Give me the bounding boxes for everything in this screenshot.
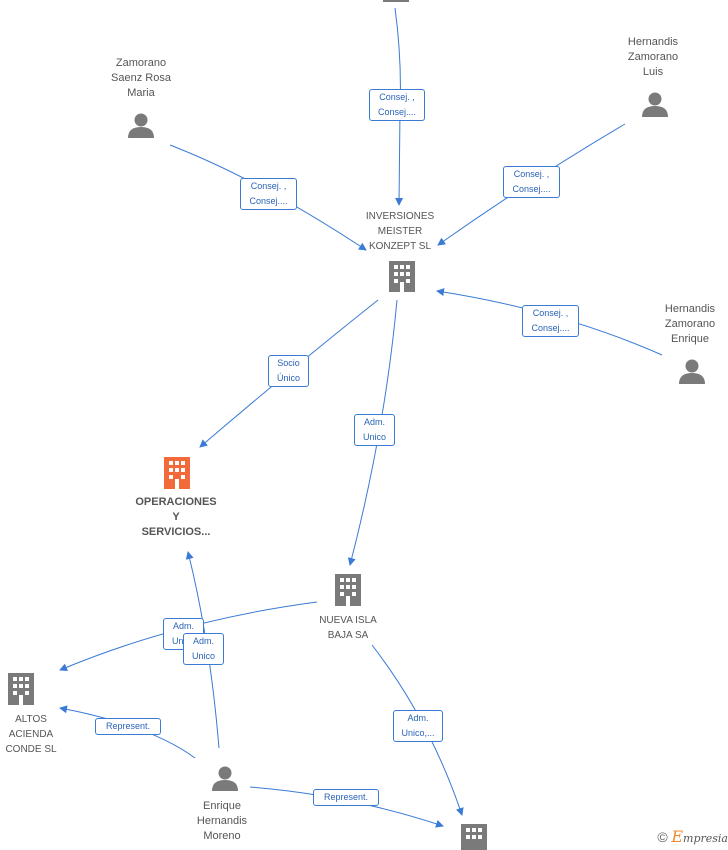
copyright-symbol: ©: [657, 829, 668, 845]
edge-label-adm-unico: Adm.Unico,...: [393, 710, 443, 742]
edge-label-represent: Represent.: [313, 789, 379, 806]
person-label-enrique-moreno[interactable]: Enrique Hernandis Moreno: [196, 800, 248, 842]
building-icon: [335, 574, 361, 606]
person-icon: [128, 113, 154, 138]
company-label-operaciones[interactable]: OPERACIONES Y SERVICIOS...: [135, 496, 217, 538]
building-icon: [389, 261, 415, 292]
person-label-hernandis-luis[interactable]: Hernandis Zamorano Luis: [627, 36, 679, 78]
edge-label-represent: Represent.: [95, 718, 161, 735]
brand-initial: E: [671, 827, 684, 846]
person-label-hernandis-enrique[interactable]: Hernandis Zamorano Enrique: [664, 303, 716, 345]
brand-watermark: © Empresia: [657, 827, 728, 846]
building-icon: [383, 0, 409, 2]
company-label-altos[interactable]: ALTOS ACIENDA CONDE SL: [5, 714, 57, 755]
person-icon: [642, 92, 668, 117]
edge-label-consej: Consej. ,Consej....: [240, 178, 297, 210]
company-label-inversiones[interactable]: INVERSIONES MEISTER KONZEPT SL: [365, 211, 435, 252]
edge-label-adm-unico: Adm.Unico: [354, 414, 395, 446]
edge-label-adm-unico: Adm.Unico: [183, 633, 224, 665]
building-icon: [461, 824, 487, 850]
person-label-zamorano-saenz[interactable]: Zamorano Saenz Rosa Maria: [111, 57, 171, 99]
building-icon: [8, 673, 34, 705]
edge-label-consej: Consej. ,Consej....: [522, 305, 579, 337]
building-icon-focus: [164, 457, 190, 489]
person-icon: [212, 766, 238, 791]
edge-label-consej: Consej. ,Consej....: [503, 166, 560, 198]
person-icon: [679, 359, 705, 384]
brand-name: mpresia: [683, 832, 728, 845]
edge-label-consej: Consej. ,Consej....: [369, 89, 425, 121]
company-label-nueva-isla[interactable]: NUEVA ISLA BAJA SA: [319, 615, 377, 641]
